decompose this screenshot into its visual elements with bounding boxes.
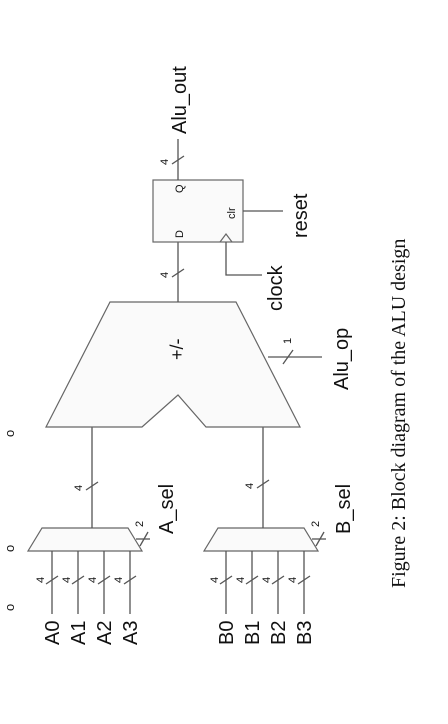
alu-op-label: Alu_op <box>331 328 353 390</box>
mux-a-input-label: A0 <box>42 621 64 645</box>
bus-slash <box>219 575 233 585</box>
mux-b: 4 4 4 4 B0 B1 B2 B3 2 B_sel 4 <box>202 427 355 645</box>
bus-slash <box>171 155 185 165</box>
bus-width-label: 4 <box>209 577 221 583</box>
page-mark: o <box>2 545 17 552</box>
mux-a: 4 4 4 4 A0 A1 A2 A3 2 A_sel 4 <box>26 427 178 645</box>
mux-b-input-label: B0 <box>216 621 238 645</box>
page-mark: o <box>2 604 17 611</box>
bus-slash <box>97 575 111 585</box>
bus-slash <box>245 575 259 585</box>
bus-width-label: 4 <box>287 577 299 583</box>
bus-slash <box>123 575 137 585</box>
register-clr-pin: clr <box>226 207 238 219</box>
clock-label: clock <box>265 264 287 311</box>
mux-a-input-label: A3 <box>120 621 142 645</box>
bus-slash <box>45 575 59 585</box>
bus-slash <box>139 531 149 547</box>
reset-label: reset <box>290 193 312 238</box>
bus-width-label: 4 <box>244 483 256 489</box>
mux-b-select-label: B_sel <box>333 484 355 534</box>
mux-b-input-label: B2 <box>268 621 290 645</box>
mux-b-input-label: B3 <box>294 621 316 645</box>
alu-symbol: +/- <box>167 338 187 360</box>
bus-width-label: 4 <box>235 577 247 583</box>
mux-b-input-label: B1 <box>242 621 264 645</box>
clock-wire <box>225 242 262 276</box>
mux-a-input-label: A2 <box>94 621 116 645</box>
bus-slash <box>171 268 185 278</box>
bus-slash <box>271 575 285 585</box>
mux-a-input-label: A1 <box>68 621 90 645</box>
alu-out-label: Alu_out <box>169 66 191 134</box>
bus-slash <box>297 575 311 585</box>
register-q-pin: Q <box>174 184 186 193</box>
bus-width-label: 4 <box>87 577 99 583</box>
mux-b-body <box>202 527 320 552</box>
alu-op-width-label: 1 <box>282 338 294 344</box>
clock-triangle-icon <box>219 233 233 243</box>
register: D Q clr clock reset 4 Alu_out <box>152 66 312 311</box>
alu-body <box>45 301 301 428</box>
register-d-pin: D <box>174 230 186 238</box>
bus-width-label: 4 <box>113 577 125 583</box>
select-width-label: 2 <box>134 521 146 527</box>
alu: +/- 1 Alu_op 4 <box>45 242 353 428</box>
bus-width-label: 4 <box>261 577 273 583</box>
register-body <box>152 179 244 243</box>
page-mark: o <box>2 430 17 437</box>
bus-slash <box>256 479 270 489</box>
bus-slash <box>71 575 85 585</box>
bus-width-label: 4 <box>73 485 85 491</box>
bus-width-label: 4 <box>159 272 171 278</box>
mux-a-select-label: A_sel <box>156 484 178 534</box>
bus-width-label: 4 <box>159 159 171 165</box>
bus-slash <box>315 531 325 547</box>
mux-a-body <box>26 527 144 552</box>
bus-width-label: 4 <box>35 577 47 583</box>
bus-width-label: 4 <box>61 577 73 583</box>
figure-caption: Figure 2: Block diagram of the ALU desig… <box>388 239 410 588</box>
bus-slash <box>85 481 99 491</box>
bus-slash <box>282 349 294 365</box>
select-width-label: 2 <box>310 521 322 527</box>
